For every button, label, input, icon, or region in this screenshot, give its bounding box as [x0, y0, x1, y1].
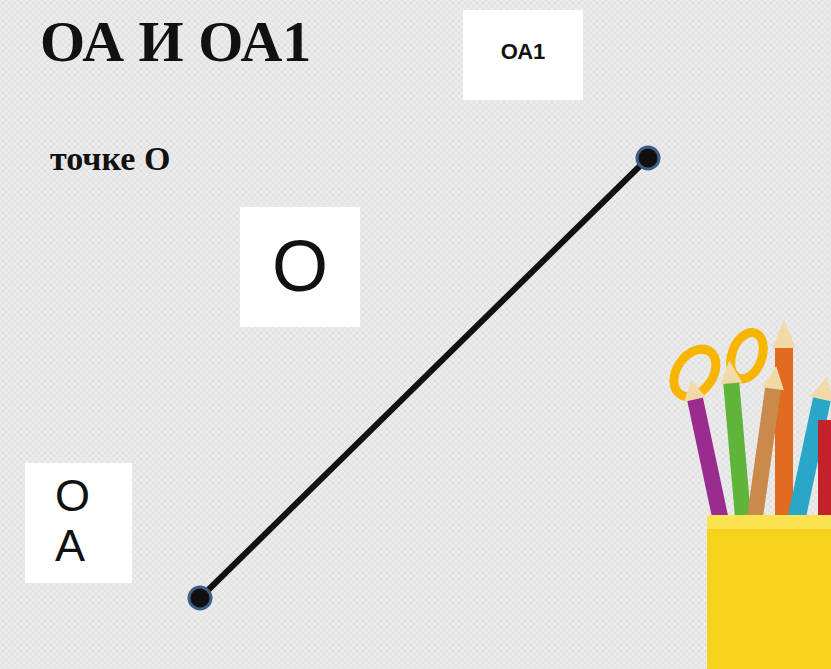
label-box: О А: [25, 463, 132, 583]
box-text: О: [250, 227, 350, 306]
label-box: ОА1: [463, 10, 583, 100]
endpoint-dot: [189, 587, 211, 609]
subtitle-label: точке О: [50, 140, 170, 178]
box-text: О А: [55, 471, 105, 570]
box-text: ОА1: [473, 40, 573, 64]
segment: [200, 158, 648, 598]
label-box: О: [240, 207, 360, 327]
slide-title: ОА И ОА1: [40, 8, 311, 75]
pencil-cup: [665, 320, 831, 669]
endpoint-dot: [637, 147, 659, 169]
